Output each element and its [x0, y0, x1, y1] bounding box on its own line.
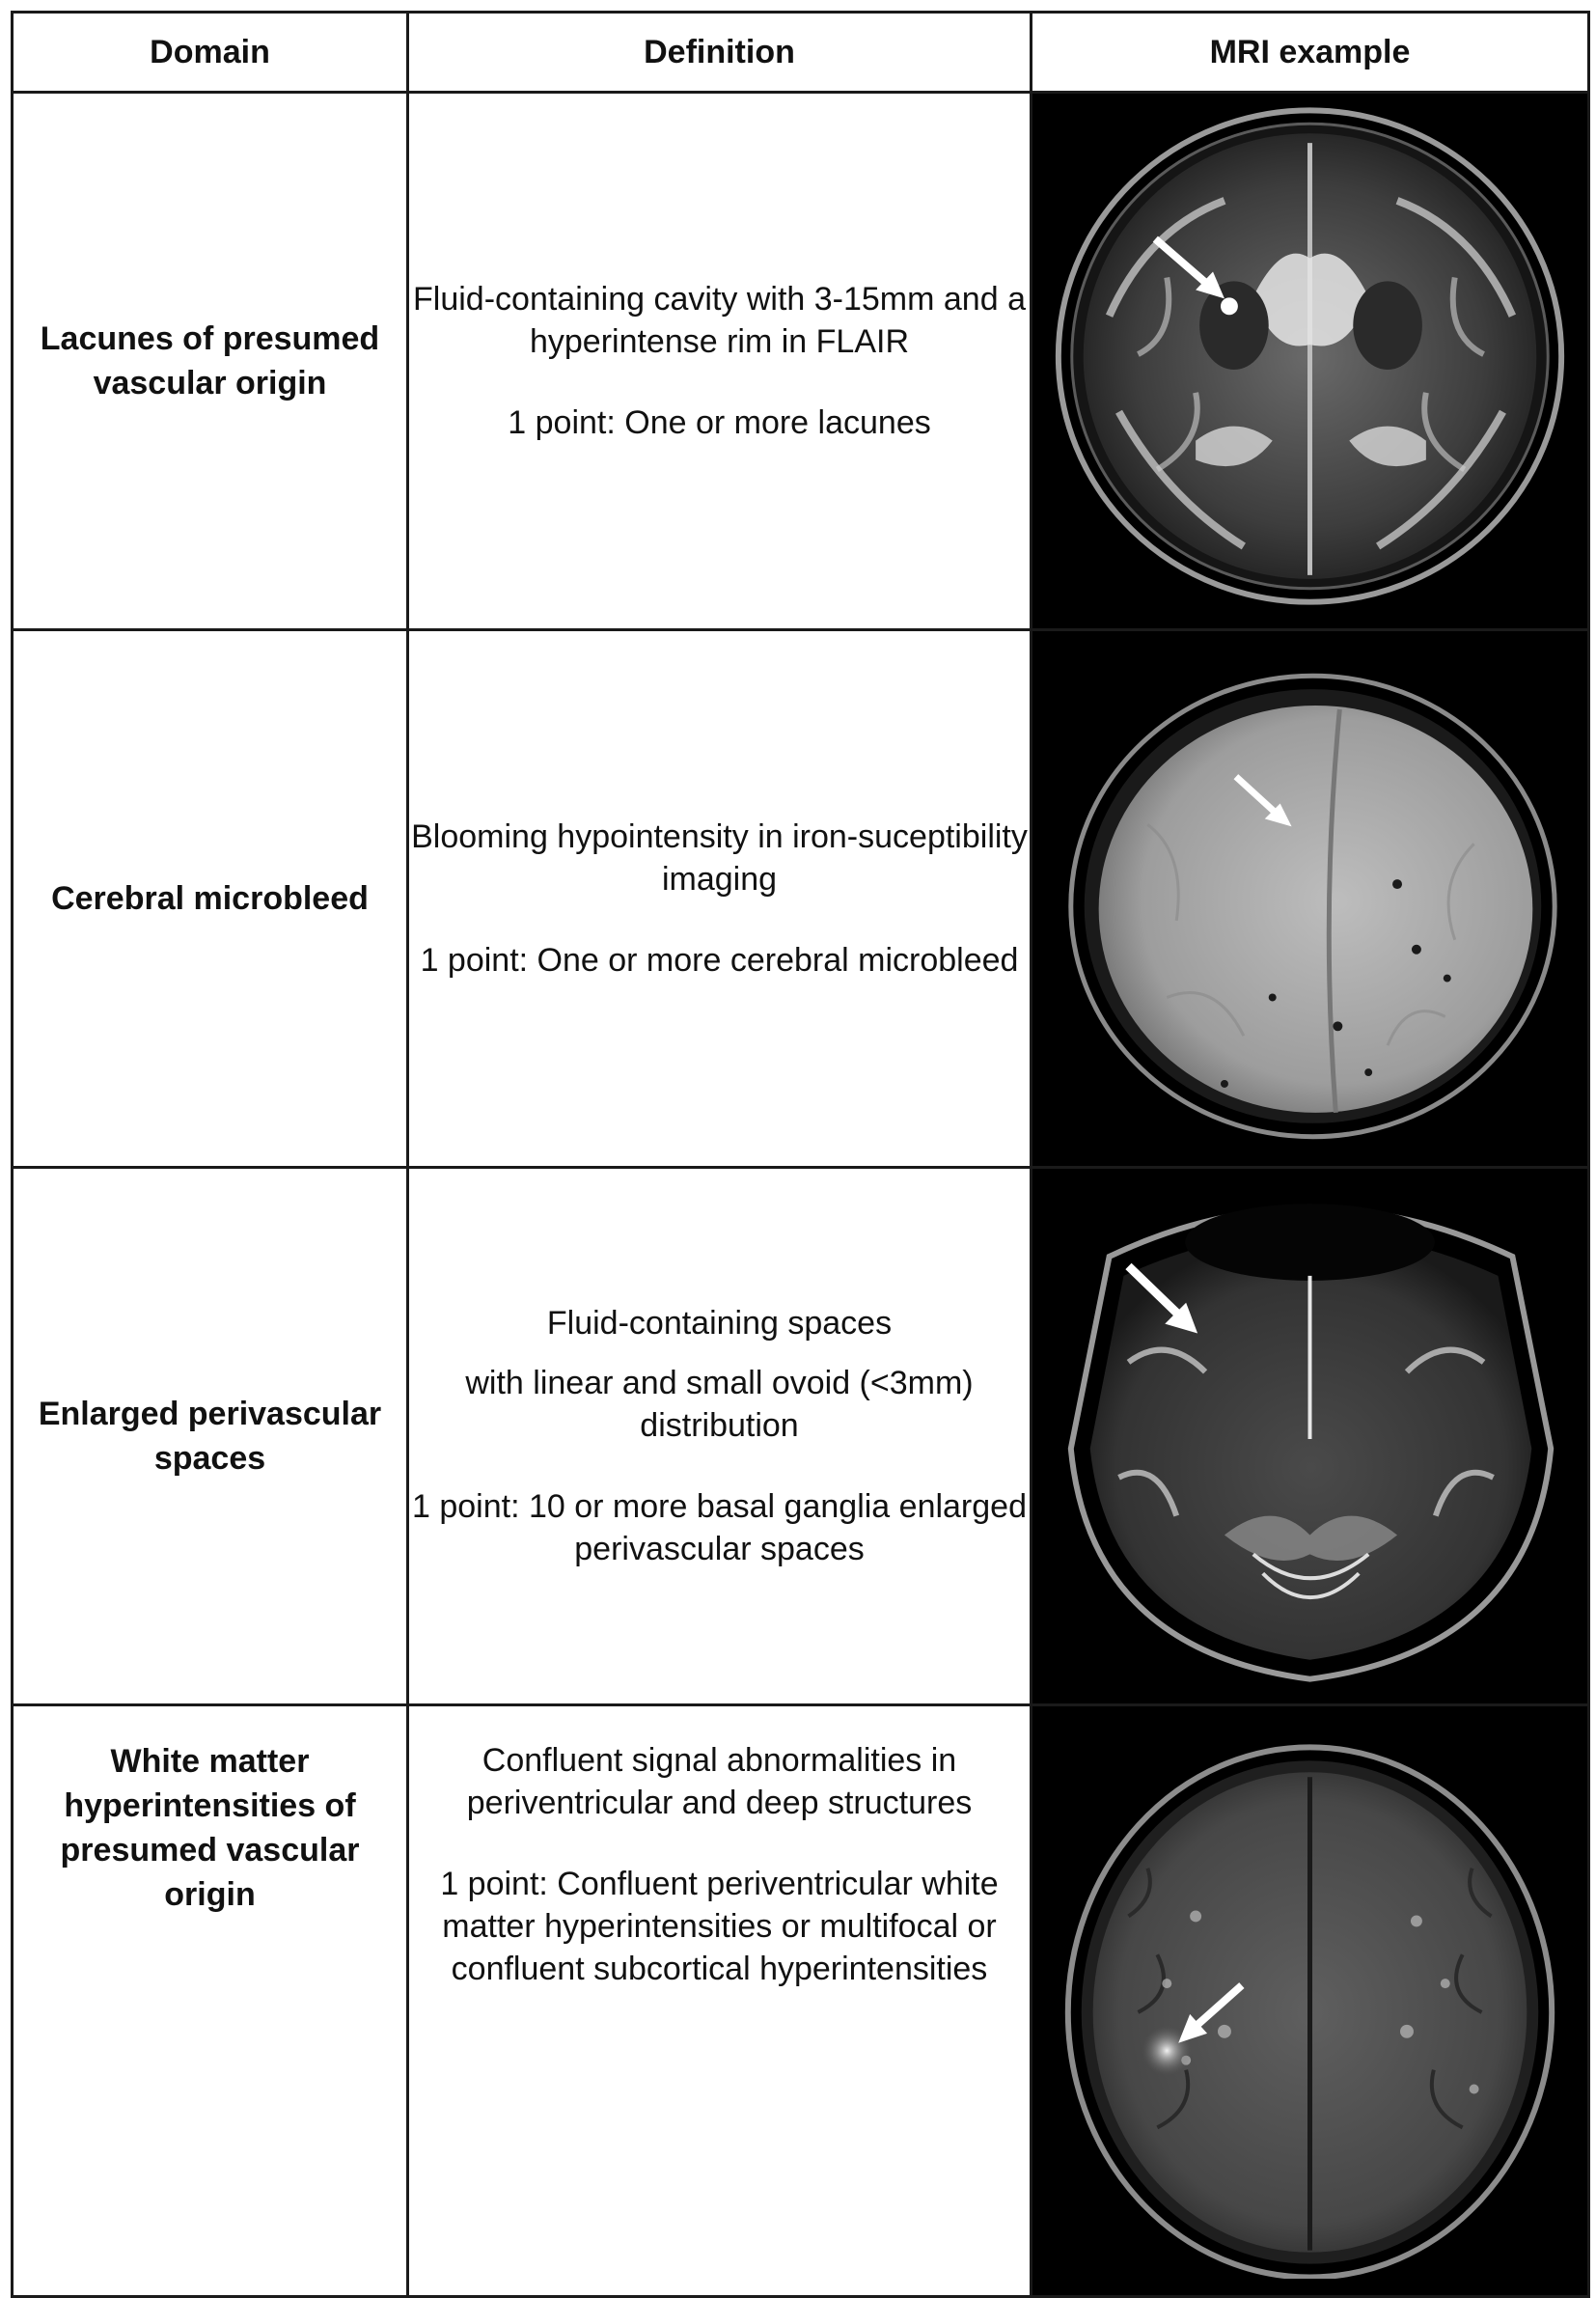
domain-label: White matter hyperintensities of presume… — [60, 1743, 360, 1913]
points-text: 1 point: One or more cerebral microbleed — [420, 942, 1019, 979]
mri-image-wmh — [1064, 1744, 1555, 2279]
arrow-icon — [1125, 1262, 1198, 1334]
domain-cell: Enlarged perivascular spaces — [11, 1166, 409, 1706]
mri-image-lacune — [1055, 107, 1565, 605]
domain-cell: Cerebral microbleed — [11, 628, 409, 1169]
header-mri-example: MRI example — [1030, 11, 1590, 94]
domain-label: Cerebral microbleed — [51, 880, 369, 917]
table-row: Lacunes of presumed vascular origin Flui… — [11, 91, 1590, 631]
definition-text: Fluid-containing cavity with 3-15mm and … — [413, 281, 1026, 360]
mri-cell — [1030, 1703, 1590, 2298]
definition-cell: Fluid-containing spaces with linear and … — [406, 1166, 1032, 1706]
definition-text: Confluent signal abnormalities in perive… — [466, 1742, 973, 1821]
header-definition: Definition — [406, 11, 1032, 94]
domain-cell: White matter hyperintensities of presume… — [11, 1703, 409, 2298]
arrow-icon — [1178, 1982, 1245, 2043]
points-text: 1 point: 10 or more basal ganglia enlarg… — [412, 1488, 1027, 1567]
domain-label: Enlarged perivascular spaces — [38, 1396, 382, 1477]
definition-cell: Blooming hypointensity in iron-suceptibi… — [406, 628, 1032, 1169]
mri-cell — [1030, 91, 1590, 631]
mri-image-microbleed — [1068, 673, 1557, 1140]
points-text: 1 point: Confluent periventricular white… — [440, 1866, 999, 1987]
header-domain: Domain — [11, 11, 409, 94]
table-row: White matter hyperintensities of presume… — [11, 1703, 1590, 2298]
header-row: Domain Definition MRI example — [11, 11, 1590, 94]
svd-domain-table: Domain Definition MRI example Lacunes of… — [11, 11, 1590, 2298]
definition-cell: Fluid-containing cavity with 3-15mm and … — [406, 91, 1032, 631]
mri-cell — [1030, 1166, 1590, 1706]
table-row: Cerebral microbleed Blooming hypointensi… — [11, 628, 1590, 1169]
definition-text: Fluid-containing spaces — [546, 1305, 893, 1342]
mri-image-perivascular — [1067, 1204, 1555, 1682]
domain-cell: Lacunes of presumed vascular origin — [11, 91, 409, 631]
definition-cell: Confluent signal abnormalities in perive… — [406, 1703, 1032, 2298]
arrow-icon — [1152, 235, 1225, 299]
domain-label: Lacunes of presumed vascular origin — [40, 320, 380, 401]
arrow-icon — [1233, 774, 1292, 827]
table-row: Enlarged perivascular spaces Fluid-conta… — [11, 1166, 1590, 1706]
mri-cell — [1030, 628, 1590, 1169]
definition-text: Blooming hypointensity in iron-suceptibi… — [411, 818, 1028, 898]
points-text: 1 point: One or more lacunes — [508, 404, 931, 441]
definition-text: with linear and small ovoid (<3mm) distr… — [465, 1365, 974, 1444]
